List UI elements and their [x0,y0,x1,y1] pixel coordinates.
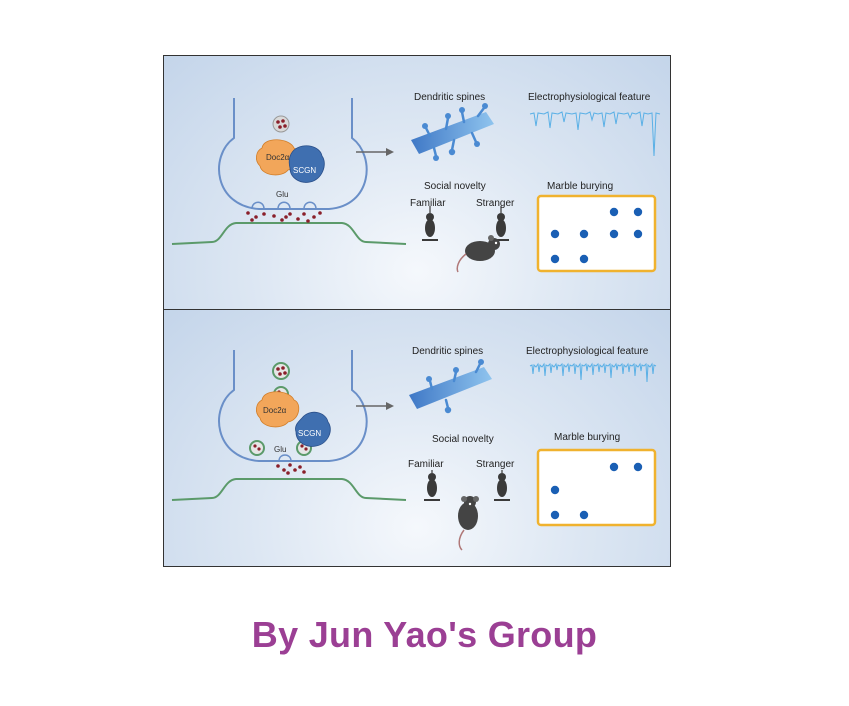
stranger-label: Stranger [476,198,515,209]
marble-cage [536,194,657,273]
dendritic-spines-label: Dendritic spines [412,346,483,357]
panel-knockout: Doc2α SCGN Glu Dendritic spines [164,310,670,566]
postsynaptic-membrane [171,478,407,501]
credit-caption: By Jun Yao's Group [251,614,598,655]
panel-control-drawing: Doc2α SCGN Glu Dend [171,92,661,273]
arrow-icon [356,402,394,410]
social-novelty-label: Social novelty [424,181,486,192]
electrophysiological-feature-label: Electrophysiological feature [526,346,649,357]
familiar-label: Familiar [410,198,446,209]
doc2a-label: Doc2α [266,153,290,162]
marble [609,229,619,239]
glutamate-molecules [246,211,322,223]
panel-control: Doc2α SCGN Glu Dend [164,56,670,310]
familiar-mouse-icon [424,470,440,501]
marble [550,510,560,520]
stranger-mouse-icon [493,206,509,241]
scgn-label: SCGN [293,166,316,175]
glu-label: Glu [274,445,286,454]
marble [550,254,560,264]
marble [579,254,589,264]
familiar-mouse-icon [422,206,438,241]
marble [609,462,619,472]
doc2a-label: Doc2α [263,406,287,415]
marble [633,462,643,472]
fused-vesicles [251,201,317,210]
social-novelty-label: Social novelty [432,434,494,445]
marble [633,207,643,217]
dendrite-with-spines [411,103,494,161]
arrow-icon [356,148,394,156]
electrophysiological-feature-label: Electrophysiological feature [528,92,651,103]
electrophysiology-trace [529,111,661,157]
stranger-label: Stranger [476,459,515,470]
postsynaptic-membrane [171,222,407,245]
doc2a-protein [256,139,300,176]
marbles [550,207,643,264]
glu-label: Glu [276,190,288,199]
marble-burying-label: Marble burying [547,181,613,192]
scgn-label: SCGN [298,429,321,438]
dendrite-with-spines [409,359,492,414]
test-mouse-icon [458,496,479,551]
marbles [550,462,643,520]
glutamate-molecules [276,463,306,475]
scgn-protein [288,145,325,183]
doc2a-protein [256,391,300,428]
scgn-protein [295,411,331,447]
marble [550,485,560,495]
fused-vesicle [278,454,292,462]
panel-knockout-drawing: Doc2α SCGN Glu Dendritic spines [171,346,657,551]
stranger-mouse-icon [494,470,510,501]
figure: Doc2α SCGN Glu Dend [163,55,671,567]
marble [579,510,589,520]
test-mouse-icon [456,235,500,273]
presynaptic-terminal [218,350,368,462]
marble [633,229,643,239]
dendritic-spines-label: Dendritic spines [414,92,485,103]
synaptic-vesicle [272,115,290,133]
electrophysiology-trace [529,362,657,383]
marble [609,207,619,217]
marble [550,229,560,239]
marble-cage [536,448,657,527]
familiar-label: Familiar [408,459,444,470]
marble-burying-label: Marble burying [554,432,620,443]
presynaptic-terminal [218,98,368,210]
marble [579,229,589,239]
